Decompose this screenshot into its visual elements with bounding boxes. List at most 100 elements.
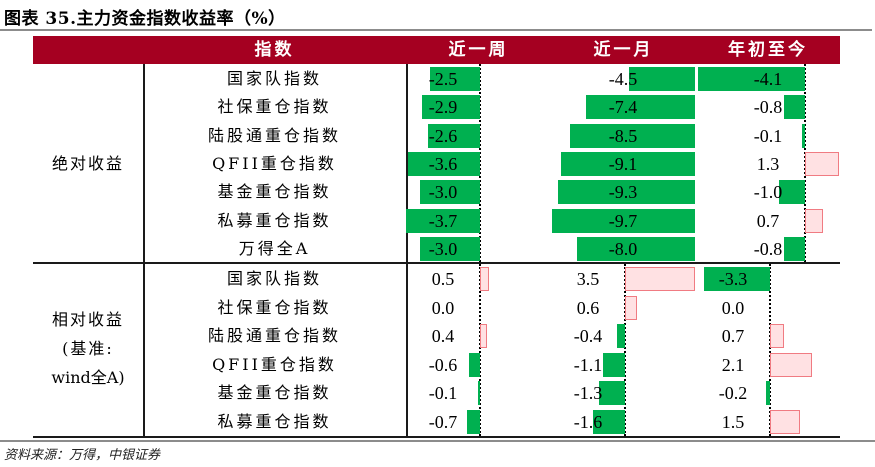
- positive-data-bar: [770, 352, 812, 377]
- index-name: QFII重仓指数: [212, 354, 337, 374]
- positive-data-bar: [625, 295, 637, 320]
- value-ytd: 0.7: [756, 210, 780, 231]
- negative-data-bar: [577, 236, 695, 261]
- value-ytd: 1.5: [721, 411, 745, 432]
- negative-data-bar: [603, 352, 625, 377]
- negative-data-bar: [586, 95, 695, 120]
- positive-data-bar: [625, 267, 695, 291]
- axis-ytd-rel: [769, 264, 771, 436]
- value-month: -1.1: [573, 354, 603, 375]
- value-month: -1.6: [573, 411, 603, 432]
- section-label-relative-2: (基准:: [62, 339, 114, 358]
- index-name: 社保重仓指数: [217, 297, 332, 317]
- value-week: 0.0: [431, 297, 455, 318]
- negative-data-bar: [784, 95, 805, 120]
- index-name: QFII重仓指数: [212, 153, 337, 173]
- axis-week-rel: [479, 264, 481, 436]
- index-name: 陆股通重仓指数: [207, 326, 341, 345]
- negative-data-bar: [558, 180, 695, 205]
- negative-data-bar: [420, 180, 480, 205]
- negative-data-bar: [552, 208, 695, 233]
- value-ytd: 0.7: [721, 326, 745, 346]
- negative-data-bar: [478, 381, 481, 405]
- index-name: 私募重仓指数: [217, 411, 332, 431]
- value-week: -0.7: [428, 411, 458, 432]
- negative-data-bar: [802, 123, 805, 148]
- value-month: -9.3: [608, 182, 638, 203]
- top-rule: [0, 29, 872, 31]
- index-name: 陆股通重仓指数: [207, 125, 341, 145]
- section-label-relative-1: 相对收益: [51, 310, 124, 329]
- positive-data-bar: [805, 208, 824, 233]
- value-month: -0.4: [573, 326, 603, 346]
- negative-data-bar: [766, 381, 770, 405]
- value-month: -9.7: [608, 210, 638, 231]
- figure-title: 图表 35.主力资金指数收益率（%）: [4, 9, 286, 29]
- positive-data-bar: [805, 151, 839, 176]
- index-name: 国家队指数: [226, 69, 322, 88]
- axis-week-abs: [479, 64, 481, 262]
- header-month: 近一月: [593, 40, 654, 60]
- value-week: -0.6: [428, 354, 458, 375]
- value-week: -2.5: [428, 69, 458, 89]
- value-ytd: -0.8: [753, 238, 783, 259]
- value-ytd: -3.3: [718, 269, 748, 289]
- negative-data-bar: [422, 95, 480, 120]
- value-week: 0.4: [431, 326, 455, 346]
- value-ytd: -0.1: [753, 125, 783, 146]
- value-week: -2.9: [428, 97, 458, 118]
- value-ytd: -0.2: [718, 383, 748, 403]
- value-month: -9.1: [608, 153, 638, 174]
- value-month: -4.5: [608, 69, 638, 89]
- positive-data-bar: [770, 324, 784, 348]
- value-month: 0.6: [576, 297, 600, 318]
- col-divider-label: [143, 64, 145, 438]
- negative-data-bar: [561, 151, 695, 176]
- index-name: 万得全A: [238, 238, 311, 258]
- bottom-rule: [0, 440, 875, 442]
- value-month: 3.5: [576, 269, 600, 289]
- table-bottom-border: [33, 436, 840, 438]
- negative-data-bar: [617, 324, 625, 348]
- source-note: 资料来源：万得，中银证券: [4, 448, 161, 463]
- value-ytd: 0.0: [721, 297, 745, 318]
- negative-data-bar: [704, 267, 770, 291]
- axis-month-rel: [624, 264, 626, 436]
- header-ytd: 年初至今: [728, 40, 808, 60]
- value-month: -8.0: [608, 238, 638, 259]
- header-index: 指数: [254, 40, 295, 60]
- negative-data-bar: [698, 67, 805, 91]
- negative-data-bar: [570, 123, 695, 148]
- positive-data-bar: [480, 267, 489, 291]
- negative-data-bar: [430, 67, 480, 91]
- index-name: 私募重仓指数: [217, 210, 332, 230]
- negative-data-bar: [628, 67, 695, 91]
- value-ytd: 1.3: [756, 153, 780, 174]
- positive-data-bar: [770, 409, 800, 434]
- negative-data-bar: [599, 381, 625, 405]
- value-ytd: 2.1: [721, 354, 745, 375]
- negative-data-bar: [784, 236, 805, 261]
- header-week: 近一周: [448, 40, 509, 60]
- value-week: -3.7: [428, 210, 458, 231]
- negative-data-bar: [593, 409, 625, 434]
- negative-data-bar: [420, 236, 480, 261]
- negative-data-bar: [779, 180, 805, 205]
- value-month: -1.3: [573, 383, 603, 403]
- value-week: 0.5: [431, 269, 455, 289]
- section-label-relative-3: wind全A): [51, 368, 125, 387]
- negative-data-bar: [428, 123, 480, 148]
- value-ytd: -0.8: [753, 97, 783, 118]
- col-divider-name: [406, 64, 408, 438]
- index-name: 国家队指数: [226, 269, 322, 288]
- negative-data-bar: [406, 208, 480, 233]
- negative-data-bar: [408, 151, 480, 176]
- index-name: 基金重仓指数: [217, 383, 332, 402]
- section-divider: [33, 262, 840, 264]
- negative-data-bar: [467, 409, 480, 434]
- value-ytd: -1.0: [753, 182, 783, 203]
- index-name: 社保重仓指数: [217, 97, 332, 117]
- positive-data-bar: [480, 324, 488, 348]
- value-month: -8.5: [608, 125, 638, 146]
- value-week: -3.6: [428, 153, 458, 174]
